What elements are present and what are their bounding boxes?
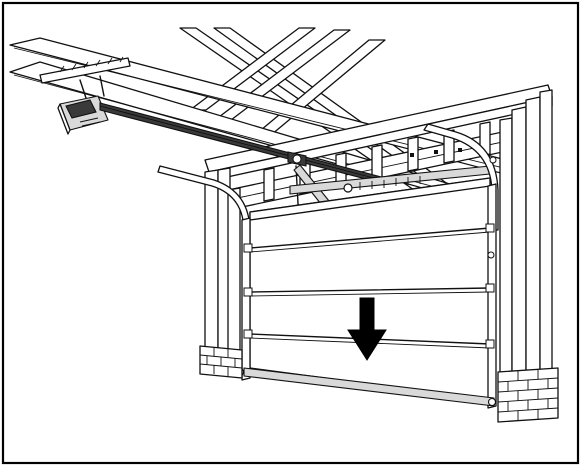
vertical-track-right [487,183,497,409]
horizontal-track-right [423,123,499,231]
sectional-door [249,177,491,401]
opener-motor-unit [39,56,131,135]
down-arrow-icon [347,297,387,361]
opener-trolley [287,151,307,167]
door-hinges [243,156,497,349]
brick-base-right [497,367,559,423]
vertical-track-left [241,217,251,381]
brick-base-left [199,345,243,379]
